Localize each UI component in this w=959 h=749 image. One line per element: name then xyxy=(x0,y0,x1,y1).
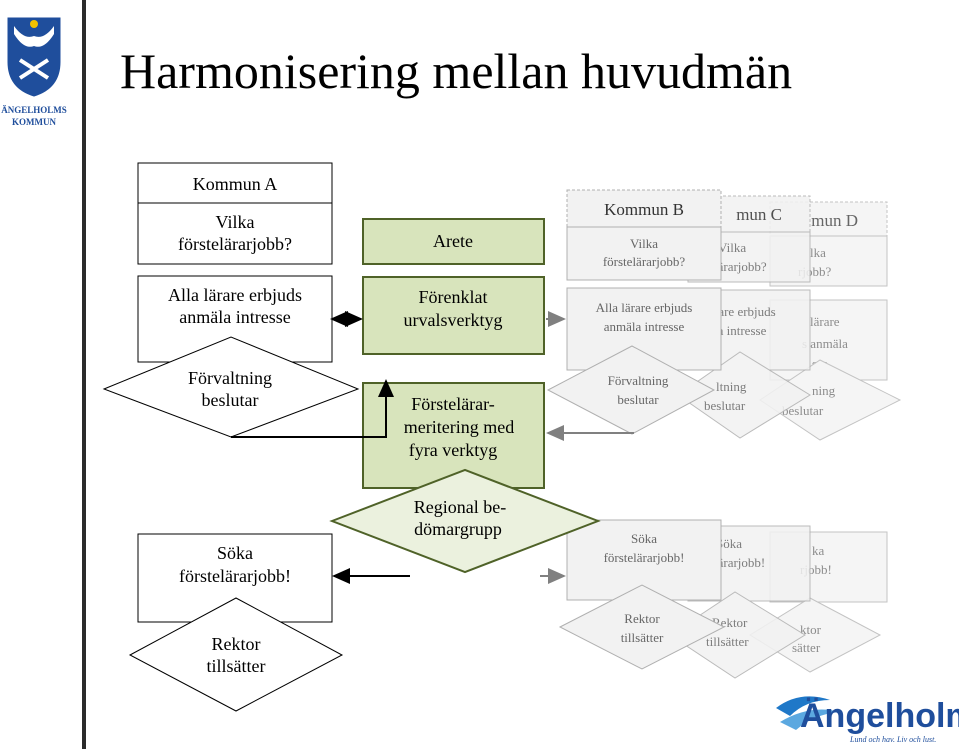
kommun-d-appoint-2: sätter xyxy=(792,640,821,655)
wave-icon xyxy=(776,696,830,716)
brand-logo-tagline: Lund och hav. Liv och lust. xyxy=(849,735,936,744)
kommun-a-decision-2: beslutar xyxy=(202,390,259,410)
merit-box xyxy=(362,382,545,489)
kommun-a-question-1: Vilka xyxy=(216,212,255,232)
regional-shape xyxy=(329,468,601,574)
kommun-d-apply-1: ka xyxy=(812,543,825,558)
kommun-a-header: Kommun A xyxy=(193,174,278,194)
logo-text-line2: KOMMUN xyxy=(12,117,56,127)
merit-label-1: Förstelärar- xyxy=(411,394,495,414)
merit-label-3: fyra verktyg xyxy=(409,440,497,460)
wave-icon-2 xyxy=(780,709,840,730)
kommun-d-decision-shape xyxy=(759,359,902,441)
kommun-b-apply-1: Söka xyxy=(631,531,657,546)
kommun-c-decision-2: beslutar xyxy=(704,398,746,413)
kommun-a-appoint-1: Rektor xyxy=(212,634,261,654)
kommun-c-apply-2: lärarjobb! xyxy=(714,555,765,570)
tool-label-1: Förenklat xyxy=(419,287,488,307)
kommun-d-decision-2: beslutar xyxy=(782,403,824,418)
regional-label-2: dömargrupp xyxy=(414,519,502,539)
kommun-c-decision-1: ltning xyxy=(716,379,747,394)
kommun-a-question-2: förstelärarjobb? xyxy=(178,234,292,254)
regional-label-1: Regional be- xyxy=(414,497,506,517)
kommun-d-appoint-shape xyxy=(749,597,882,673)
kommun-d-appoint-1: ktor xyxy=(800,622,822,637)
kommun-b-header: Kommun B xyxy=(604,200,684,219)
kommun-a-header-box xyxy=(137,162,333,204)
kommun-a-invite-2: anmäla intresse xyxy=(179,307,290,327)
kommun-b-decision-2: beslutar xyxy=(617,392,659,407)
logo-text-line1: ÄNGELHOLMS xyxy=(1,105,67,115)
kommun-d-invite-1: lärare xyxy=(810,314,840,329)
kommun-b-appoint-2: tillsätter xyxy=(621,630,664,645)
kommun-b-appoint-shape xyxy=(558,584,726,670)
kommun-a-apply-1: Söka xyxy=(217,543,253,563)
kommun-b-appoint-1: Rektor xyxy=(624,611,660,626)
tool-box xyxy=(362,276,545,355)
kommun-a-invite-1: Alla lärare erbjuds xyxy=(168,285,302,305)
kommun-a-decision-1: Förvaltning xyxy=(188,368,272,388)
kommun-d-invite-2: s anmäla xyxy=(802,336,848,351)
kommun-a-appoint-2: tillsätter xyxy=(207,656,266,676)
arete-label: Arete xyxy=(433,231,473,251)
kommun-a-question-box xyxy=(137,202,333,265)
kommun-a-appoint-shape xyxy=(128,597,344,712)
kommun-c-invite-2: la intresse xyxy=(714,323,767,338)
tool-label-2: urvalsverktyg xyxy=(404,310,503,330)
kommun-b-decision-shape xyxy=(546,345,716,435)
kommun-a-group: Kommun A Vilka förstelärarjobb? Alla lär… xyxy=(102,162,360,712)
kommun-a-decision-shape xyxy=(102,336,360,438)
kommun-b-question-1: Vilka xyxy=(630,236,658,251)
kommun-c-question-2: lärarjobb? xyxy=(714,259,767,274)
angelholms-kommun-logo: ÄNGELHOLMS KOMMUN xyxy=(1,17,67,127)
slide-title: Harmonisering mellan huvudmän xyxy=(120,43,792,99)
kommun-d-header: mun D xyxy=(811,211,858,230)
kommun-c-appoint-shape xyxy=(669,591,806,679)
merit-label-2: meritering med xyxy=(404,417,514,437)
kommun-d-decision-1: ning xyxy=(812,383,836,398)
kommun-b-decision-1: Förvaltning xyxy=(608,373,669,388)
kommun-a-apply-2: förstelärarjobb! xyxy=(179,566,291,586)
arete-box xyxy=(362,218,545,265)
angelholm-brand-logo: Ängelholm Lund och hav. Liv och lust. xyxy=(776,696,959,744)
kommun-b-invite-1: Alla lärare erbjuds xyxy=(596,300,693,315)
kommun-b-question-2: förstelärarjobb? xyxy=(603,254,686,269)
kommun-c-header: mun C xyxy=(736,205,782,224)
kommun-c-invite-1: rare erbjuds xyxy=(714,304,776,319)
kommun-c-question-1: Vilka xyxy=(718,240,746,255)
kommun-b-group: Kommun B Vilka förstelärarjobb? Alla lär… xyxy=(546,189,726,670)
kommun-d-question-1: lka xyxy=(810,245,826,260)
kommun-c-apply-1: Söka xyxy=(716,536,742,551)
kommun-b-apply-2: förstelärarjobb! xyxy=(604,550,685,565)
kommun-b-question-box xyxy=(566,226,722,281)
kommun-c-appoint-2: tillsätter xyxy=(706,634,749,649)
kommun-b-invite-2: anmäla intresse xyxy=(604,319,685,334)
arrow-decision-merit xyxy=(231,379,394,438)
brand-logo-text: Ängelholm xyxy=(800,697,959,735)
center-group: Arete Förenklat urvalsverktyg Förstelära… xyxy=(329,218,601,574)
kommun-b-header-box xyxy=(566,189,722,228)
